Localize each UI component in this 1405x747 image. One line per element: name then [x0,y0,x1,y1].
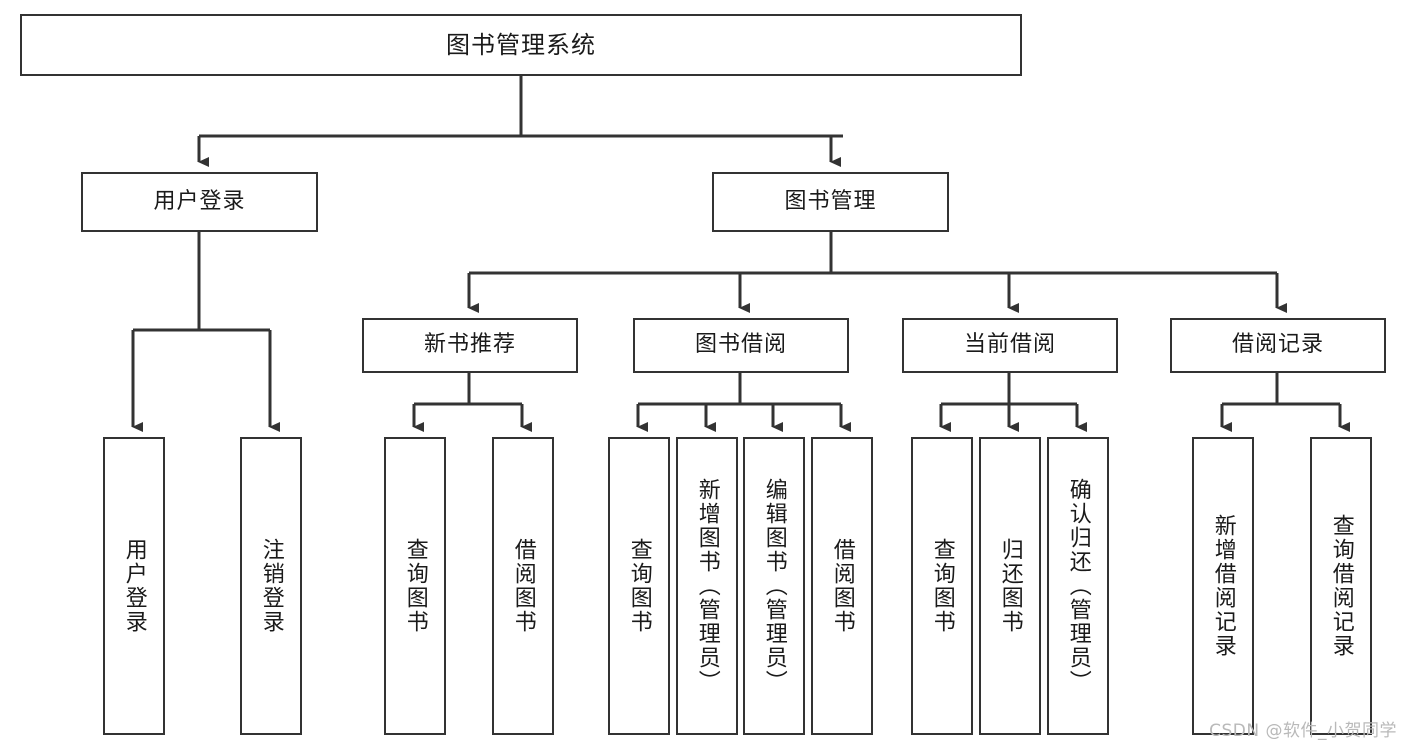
node-label: 当前借阅 [963,332,1056,358]
node-label: 归还图书 [997,538,1023,634]
node-leaf-borrow-book-1[interactable]: 借阅图书 [492,437,554,735]
node-leaf-add-book[interactable]: 新增图书（管理员） [676,437,738,735]
node-leaf-borrow-book-2[interactable]: 借阅图书 [811,437,873,735]
node-label: 图书管理系统 [446,30,596,59]
node-label: 确认归还（管理员） [1065,478,1091,694]
node-label: 借阅图书 [510,538,536,634]
node-label: 查询图书 [402,538,428,634]
node-leaf-edit-book[interactable]: 编辑图书（管理员） [743,437,805,735]
node-leaf-user-login[interactable]: 用户登录 [103,437,165,735]
node-new-book-rec[interactable]: 新书推荐 [362,318,578,373]
node-label: 新增借阅记录 [1210,514,1236,658]
node-label: 新书推荐 [423,332,516,358]
node-leaf-query-record[interactable]: 查询借阅记录 [1310,437,1372,735]
node-label: 用户登录 [153,188,246,214]
node-leaf-query-book-1[interactable]: 查询图书 [384,437,446,735]
node-label: 查询图书 [929,538,955,634]
node-leaf-query-book-3[interactable]: 查询图书 [911,437,973,735]
node-label: 图书管理 [784,188,877,214]
node-label: 用户登录 [121,538,147,634]
node-label: 借阅记录 [1231,332,1324,358]
node-label: 编辑图书（管理员） [761,478,787,694]
node-book-borrow[interactable]: 图书借阅 [633,318,849,373]
node-root-system[interactable]: 图书管理系统 [20,14,1022,76]
node-label: 查询图书 [626,538,652,634]
node-leaf-query-book-2[interactable]: 查询图书 [608,437,670,735]
node-leaf-add-record[interactable]: 新增借阅记录 [1192,437,1254,735]
node-leaf-logout-login[interactable]: 注销登录 [240,437,302,735]
node-label: 图书借阅 [694,332,787,358]
node-leaf-confirm-return[interactable]: 确认归还（管理员） [1047,437,1109,735]
node-current-borrow[interactable]: 当前借阅 [902,318,1118,373]
node-label: 借阅图书 [829,538,855,634]
node-label: 注销登录 [258,538,284,634]
node-label: 查询借阅记录 [1328,514,1354,658]
node-label: 新增图书（管理员） [694,478,720,694]
node-user-login[interactable]: 用户登录 [81,172,318,232]
node-book-manage[interactable]: 图书管理 [712,172,949,232]
node-leaf-return-book[interactable]: 归还图书 [979,437,1041,735]
node-borrow-record[interactable]: 借阅记录 [1170,318,1386,373]
